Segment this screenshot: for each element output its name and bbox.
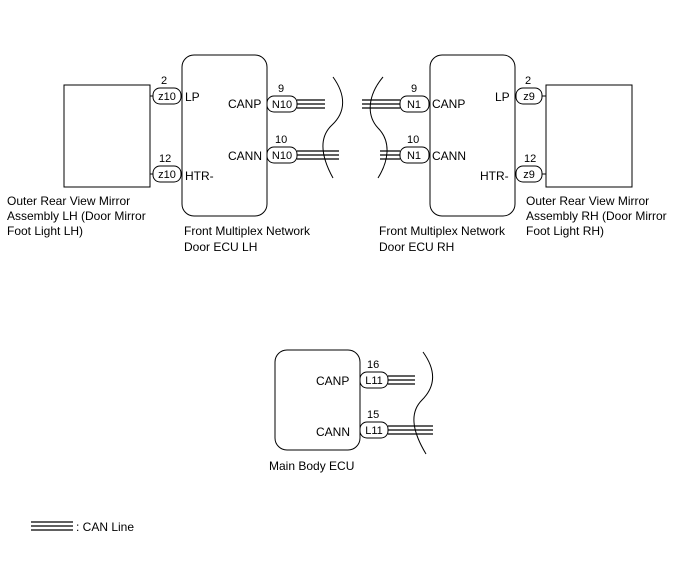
ecu-lh-lp-connector	[152, 87, 182, 105]
mirror-lh-label-2: Assembly LH (Door Mirror	[7, 209, 146, 223]
ecu-rh-label-1: Front Multiplex Network	[379, 224, 506, 238]
mirror-rh-label-2: Assembly RH (Door Mirror	[526, 209, 667, 223]
ecu-lh-cann-pin: 10	[275, 134, 287, 146]
ecu-rh-cann-connector	[399, 146, 430, 164]
ecu-rh-label-2: Door ECU RH	[379, 240, 454, 254]
break-mark-rh	[369, 76, 388, 179]
ecu-rh-htr-terminal: HTR-	[480, 169, 509, 183]
break-mark-main	[413, 351, 434, 455]
ecu-lh-canp-connector-label: N10	[272, 99, 292, 111]
ecu-lh-lp-terminal: LP	[185, 90, 200, 104]
ecu-lh-htr-pin: 12	[159, 153, 171, 165]
ecu-rh-htr-connector-label: z9	[523, 169, 535, 181]
main-body-canp-terminal: CANP	[316, 374, 349, 388]
ecu-lh-label-2: Door ECU LH	[184, 240, 257, 254]
ecu-lh-htr-connector	[152, 165, 182, 183]
ecu-rh-lp-connector-label: z9	[523, 91, 535, 103]
ecu-lh-canp-terminal: CANP	[228, 97, 261, 111]
mirror-lh-box	[63, 84, 151, 188]
ecu-lh-canp-pin: 9	[278, 83, 284, 95]
ecu-lh-label-1: Front Multiplex Network	[184, 224, 311, 238]
can-line-rh-canp	[362, 99, 400, 109]
can-line-lh-cann	[297, 150, 339, 160]
can-line-main-cann	[388, 425, 433, 435]
can-line-main-canp	[388, 375, 415, 385]
mirror-lh-label-1: Outer Rear View Mirror	[7, 194, 130, 208]
ecu-rh-box	[429, 54, 516, 217]
ecu-lh-box	[181, 54, 268, 217]
ecu-rh-canp-connector	[399, 95, 430, 113]
main-body-canp-connector-label: L11	[365, 375, 383, 387]
main-body-ecu-box	[274, 349, 361, 451]
main-body-ecu-label: Main Body ECU	[269, 459, 354, 473]
ecu-rh-canp-connector-label: N1	[407, 99, 421, 111]
ecu-lh-cann-terminal: CANN	[228, 149, 262, 163]
ecu-rh-canp-terminal: CANP	[432, 97, 465, 111]
ecu-lh-lp-connector-label: z10	[158, 91, 176, 103]
mirror-rh-label-1: Outer Rear View Mirror	[526, 194, 649, 208]
ecu-lh-htr-terminal: HTR-	[185, 169, 214, 183]
main-body-cann-pin: 15	[367, 409, 379, 421]
main-body-cann-connector-label: L11	[365, 425, 383, 437]
ecu-lh-htr-connector-label: z10	[158, 169, 176, 181]
ecu-rh-htr-pin: 12	[524, 153, 536, 165]
ecu-rh-canp-pin: 9	[411, 83, 417, 95]
can-line-rh-cann	[380, 150, 400, 160]
legend-can-line-label: : CAN Line	[76, 520, 134, 534]
mirror-rh-box	[545, 84, 633, 188]
ecu-rh-lp-pin: 2	[525, 75, 531, 87]
mirror-rh-label-3: Foot Light RH)	[526, 224, 604, 238]
main-body-cann-terminal: CANN	[316, 425, 350, 439]
ecu-rh-cann-terminal: CANN	[432, 149, 466, 163]
can-line-lh-canp	[297, 99, 325, 109]
ecu-rh-cann-connector-label: N1	[407, 150, 421, 162]
legend-can-line-symbol	[31, 521, 73, 531]
mirror-lh-label-3: Foot Light LH)	[7, 224, 83, 238]
ecu-rh-lp-terminal: LP	[495, 90, 510, 104]
ecu-rh-cann-pin: 10	[407, 134, 419, 146]
ecu-lh-cann-connector-label: N10	[272, 150, 292, 162]
ecu-lh-lp-pin: 2	[161, 75, 167, 87]
break-mark-lh	[322, 76, 344, 179]
main-body-canp-pin: 16	[367, 359, 379, 371]
